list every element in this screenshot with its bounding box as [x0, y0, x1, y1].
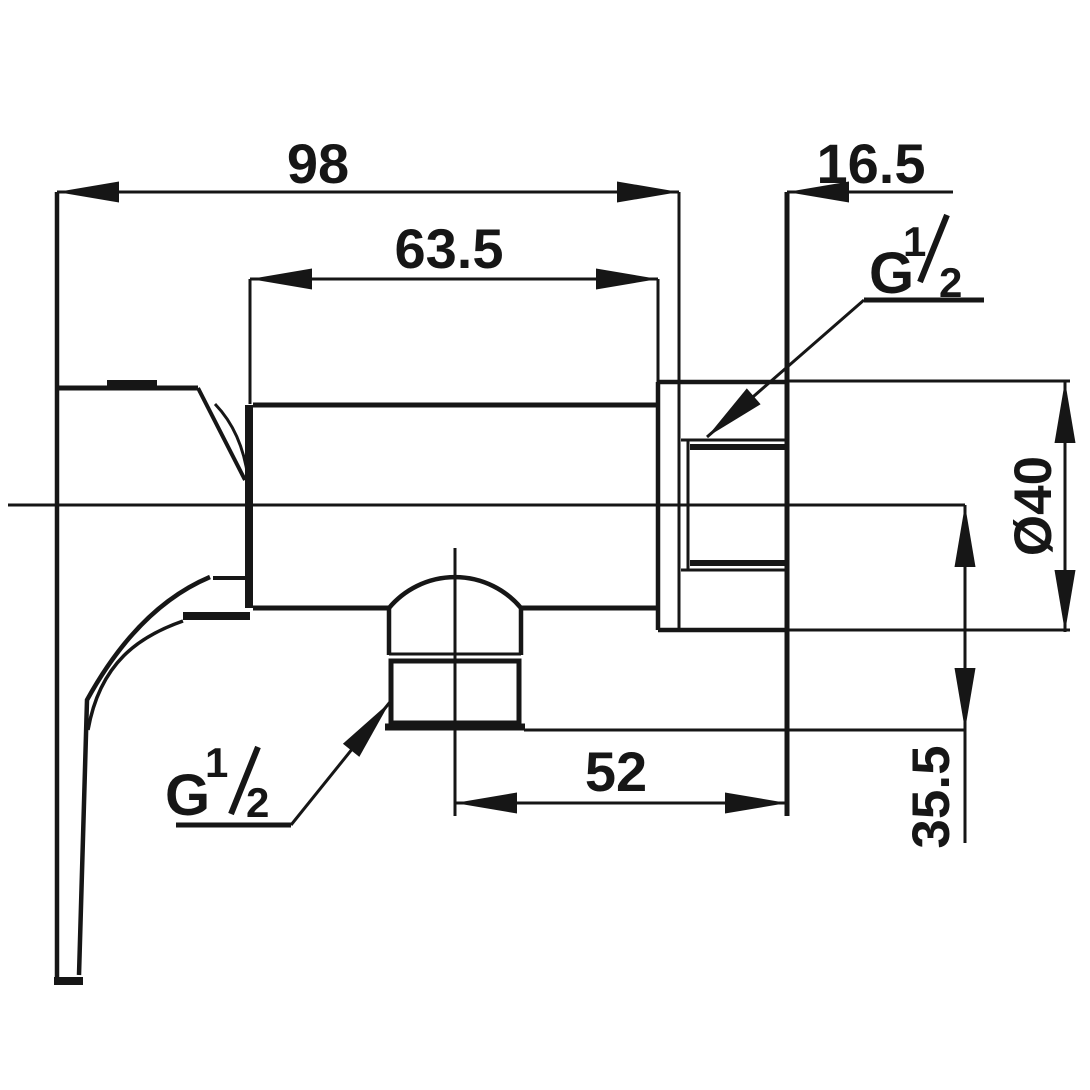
- wall-flange-outline: [655, 192, 790, 816]
- leader-arrowhead-icon: [342, 702, 390, 757]
- dim-body-length-label: 63.5: [395, 217, 504, 280]
- handle-lever-outline: [54, 192, 250, 985]
- dim-total-length-label: 98: [287, 132, 349, 195]
- dimension-wall-clearance: 16.5: [787, 132, 953, 203]
- dimension-flange-diameter: Ø40: [787, 379, 1076, 632]
- lever-inner-edge: [86, 619, 184, 731]
- dim-outlet-offset-label: 52: [585, 740, 647, 803]
- arrowhead-left-icon: [250, 268, 312, 290]
- dimension-body-length: 63.5: [248, 217, 660, 404]
- inlet-thread-outline: [681, 438, 787, 572]
- thread-fraction-slash: [228, 745, 261, 816]
- thread-label-bottom: G 1 2: [165, 701, 392, 828]
- thread-label-top: G 1 2: [706, 213, 984, 439]
- thread-top-numerator: 1: [903, 218, 926, 265]
- mixer-body-outline: [245, 402, 658, 611]
- handle-neck-slant: [196, 387, 247, 481]
- arrowhead-up-icon: [1054, 381, 1076, 443]
- dimension-outlet-offset: 52: [455, 740, 787, 814]
- arrowhead-left-icon: [57, 181, 119, 203]
- outlet-nut: [388, 658, 522, 726]
- arrowhead-up-icon: [954, 505, 976, 567]
- dim-flange-diameter-label: Ø40: [1004, 456, 1063, 556]
- arrowhead-right-icon: [725, 792, 787, 814]
- arrowhead-down-icon: [954, 668, 976, 730]
- dimension-outlet-drop: 35.5: [524, 505, 976, 849]
- arrowhead-left-icon: [455, 792, 517, 814]
- dim-outlet-drop-label: 35.5: [902, 745, 961, 848]
- centerlines: [8, 503, 965, 816]
- arrowhead-down-icon: [1054, 570, 1076, 632]
- lever-front-edge: [76, 574, 211, 976]
- dim-wall-clearance-label: 16.5: [817, 132, 926, 195]
- arrowhead-right-icon: [596, 268, 658, 290]
- bottom-outlet-outline: [385, 574, 525, 731]
- thread-bottom-numerator: 1: [205, 739, 228, 786]
- thread-fraction-slash: [917, 213, 950, 284]
- thread-top-prefix: G: [869, 241, 914, 306]
- arrowhead-right-icon: [617, 181, 679, 203]
- thread-bottom-prefix: G: [165, 763, 210, 828]
- handle-neck-arc: [213, 402, 250, 479]
- leader-arrowhead-icon: [707, 388, 761, 437]
- dimension-total-length: 98: [57, 132, 679, 203]
- thread-top-denominator: 2: [939, 259, 962, 306]
- thread-bottom-denominator: 2: [246, 779, 269, 826]
- outlet-dome-arc: [387, 574, 523, 610]
- arrowhead-left-icon: [787, 181, 849, 203]
